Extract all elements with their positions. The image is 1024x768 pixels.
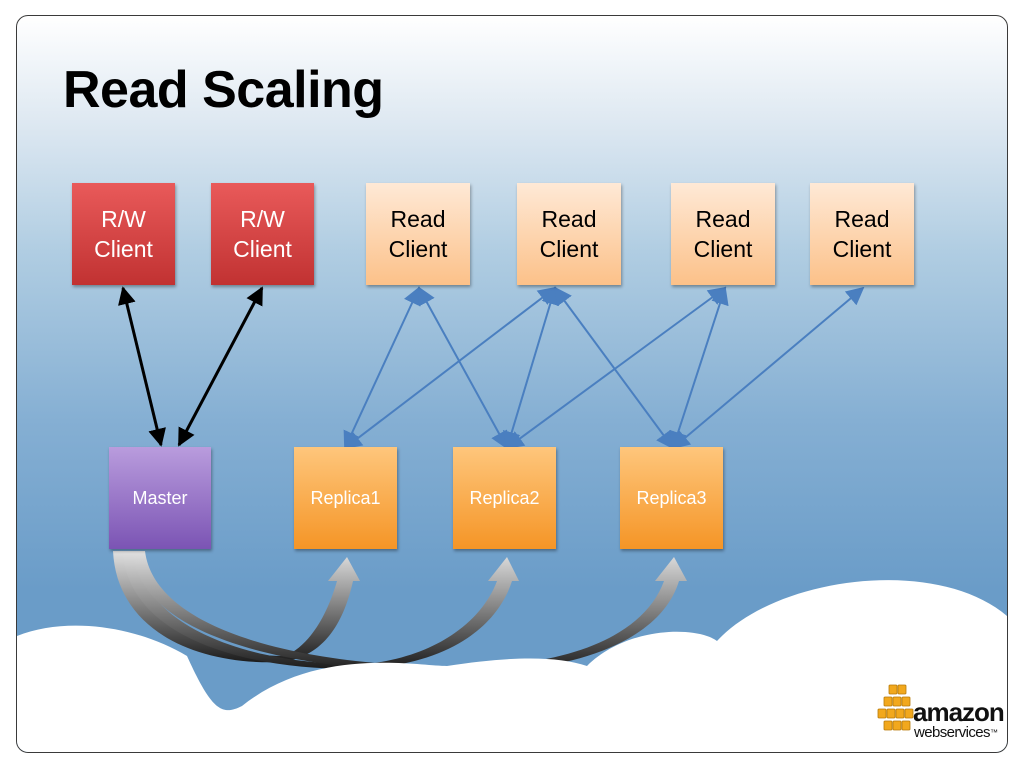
read-link-c1-r2 — [418, 286, 508, 450]
read-link-c2-r2 — [503, 286, 559, 450]
read-client-box: Read Client — [517, 183, 621, 285]
rw-client-label: R/W Client — [94, 206, 153, 262]
replica-label: Replica3 — [636, 487, 707, 508]
slide-title: Read Scaling — [63, 61, 384, 119]
read-client-label: Read Client — [539, 206, 599, 262]
replica-label: Replica2 — [469, 487, 540, 508]
logo-cubes-icon — [877, 684, 914, 731]
master-label: Master — [132, 487, 188, 508]
replica-box: Replica3 — [620, 447, 723, 549]
read-client-links — [343, 286, 865, 450]
read-client-box: Read Client — [810, 183, 914, 285]
logo-subtitle-text: webservices — [914, 724, 991, 741]
read-client-label: Read Client — [832, 206, 892, 262]
logo-trademark: ™ — [989, 728, 998, 737]
replica-label: Replica1 — [310, 487, 381, 508]
rw-client-label: R/W Client — [233, 206, 292, 262]
replica-box: Replica1 — [294, 447, 397, 549]
rw-client-links — [118, 286, 264, 447]
slide: Read Scaling R/W Client R/W Client Read … — [16, 15, 1008, 753]
read-link-c4-r3 — [671, 286, 865, 450]
rw-client-box: R/W Client — [72, 183, 175, 285]
read-link-c2-r3 — [553, 286, 675, 450]
rw-link-2 — [177, 286, 264, 447]
read-client-box: Read Client — [366, 183, 470, 285]
cloud-shape — [17, 580, 1007, 752]
replica-box: Replica2 — [453, 447, 556, 549]
read-link-c2-r1 — [343, 286, 557, 450]
read-link-c3-r3 — [669, 286, 729, 450]
logo-subtitle: webservices™ — [914, 724, 998, 741]
amazon-web-services-logo: amazon webservices™ — [875, 681, 1005, 743]
rw-client-box: R/W Client — [211, 183, 314, 285]
read-client-box: Read Client — [671, 183, 775, 285]
read-client-label: Read Client — [693, 206, 753, 262]
read-client-label: Read Client — [388, 206, 448, 262]
diagram-canvas — [17, 286, 1007, 752]
read-link-c1-r1 — [343, 286, 421, 450]
master-box: Master — [109, 447, 211, 549]
replication-arrows — [113, 551, 687, 673]
read-link-c3-r2 — [505, 286, 727, 450]
rw-link-1 — [118, 286, 166, 447]
logo-wordmark: amazon — [913, 697, 1005, 727]
replication-arrow-replica1 — [113, 551, 360, 663]
